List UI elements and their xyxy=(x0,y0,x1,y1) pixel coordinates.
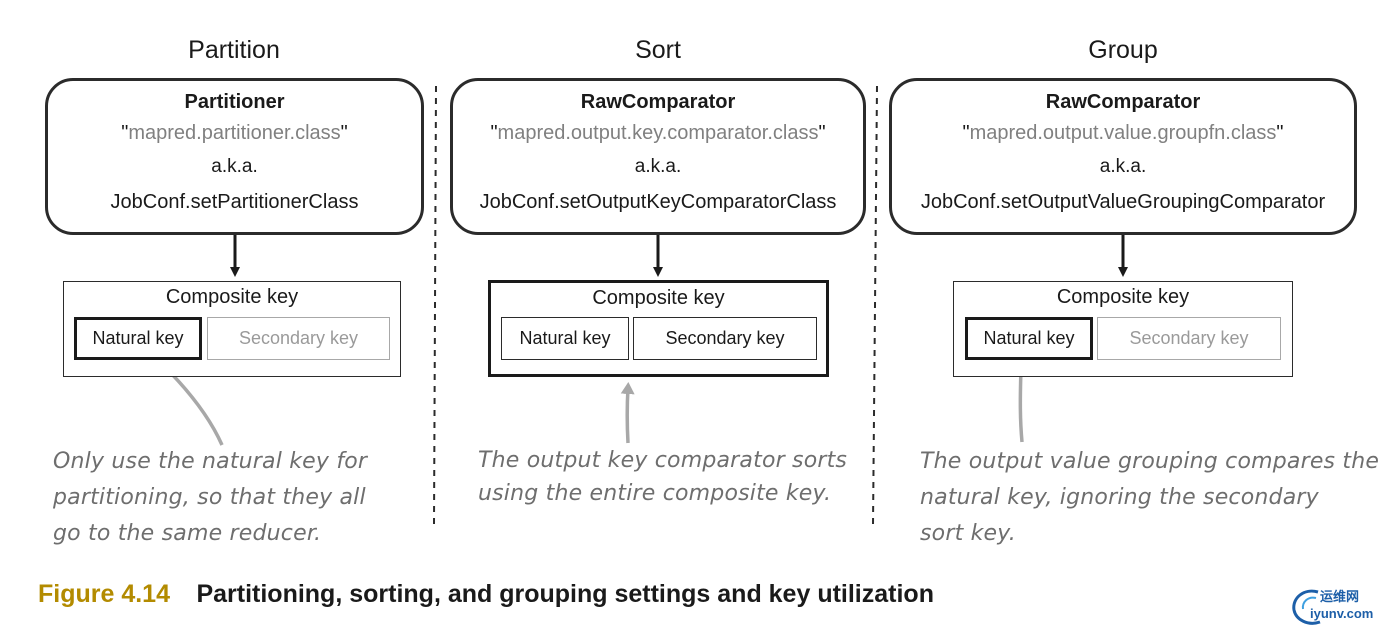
config-aka: a.k.a. xyxy=(634,156,682,177)
column-title-partition: Partition xyxy=(188,36,280,64)
config-property: "mapred.output.value.groupfn.class" xyxy=(962,122,1284,144)
config-property: "mapred.output.key.comparator.class" xyxy=(490,122,826,144)
config-setter: JobConf.setOutputValueGroupingComparator xyxy=(920,191,1326,213)
config-aka: a.k.a. xyxy=(1099,156,1147,177)
composite-key-title: Composite key xyxy=(1056,286,1190,308)
secondary-key: Secondary key xyxy=(207,317,390,360)
config-class-name: RawComparator xyxy=(580,91,736,113)
watermark-logo: 运维网 iyunv.com xyxy=(1288,584,1390,628)
note-line: natural key, ignoring the secondary xyxy=(920,485,1319,510)
watermark-line1: 运维网 xyxy=(1320,589,1360,604)
note-line: The output key comparator sorts xyxy=(478,448,848,473)
caption-number: Figure 4.14 xyxy=(38,580,170,608)
annotation-note: Only use the natural key for partitionin… xyxy=(53,444,367,552)
annotation-note: The output key comparator sorts using th… xyxy=(478,444,847,510)
partitioner-config-box: Partitioner "mapred.partitioner.class" a… xyxy=(45,78,424,235)
column-title-group: Group xyxy=(1088,36,1158,64)
config-class-name: Partitioner xyxy=(184,91,285,113)
pointer-arrow xyxy=(159,361,224,446)
column-separator xyxy=(433,85,437,526)
composite-key-title: Composite key xyxy=(165,286,299,308)
pointer-arrow xyxy=(1013,362,1028,443)
note-line: using the entire composite key. xyxy=(478,481,832,506)
config-setter: JobConf.setOutputKeyComparatorClass xyxy=(479,191,837,213)
note-line: go to the same reducer. xyxy=(53,521,322,546)
config-class-name: RawComparator xyxy=(1045,91,1201,113)
composite-key-box: Composite key Natural key Secondary key xyxy=(63,281,401,377)
note-line: partitioning, so that they all xyxy=(53,485,366,510)
caption-text: Partitioning, sorting, and grouping sett… xyxy=(196,580,934,608)
composite-key-box: Composite key Natural key Secondary key xyxy=(953,281,1293,377)
swirl-icon xyxy=(1292,589,1321,625)
grouping-comparator-config-box: RawComparator "mapred.output.value.group… xyxy=(889,78,1357,235)
pointer-arrow xyxy=(620,382,635,444)
config-setter: JobConf.setPartitionerClass xyxy=(110,191,359,213)
config-property: "mapred.partitioner.class" xyxy=(121,122,348,144)
note-line: Only use the natural key for xyxy=(53,449,368,474)
composite-key-box: Composite key Natural key Secondary key xyxy=(488,280,829,377)
figure-caption: Figure 4.14 Partitioning, sorting, and g… xyxy=(38,580,934,609)
watermark-line2: iyunv.com xyxy=(1310,606,1374,621)
natural-key: Natural key xyxy=(501,317,629,360)
secondary-key: Secondary key xyxy=(633,317,817,360)
column-title-sort: Sort xyxy=(635,36,681,64)
column-separator xyxy=(872,85,878,526)
key-comparator-config-box: RawComparator "mapred.output.key.compara… xyxy=(450,78,866,235)
natural-key: Natural key xyxy=(965,317,1093,360)
note-line: The output value grouping compares the xyxy=(920,449,1380,474)
note-line: sort key. xyxy=(920,521,1016,546)
secondary-key: Secondary key xyxy=(1097,317,1281,360)
annotation-note: The output value grouping compares the n… xyxy=(920,444,1379,552)
natural-key: Natural key xyxy=(74,317,202,360)
config-aka: a.k.a. xyxy=(211,156,258,177)
composite-key-title: Composite key xyxy=(592,287,725,309)
